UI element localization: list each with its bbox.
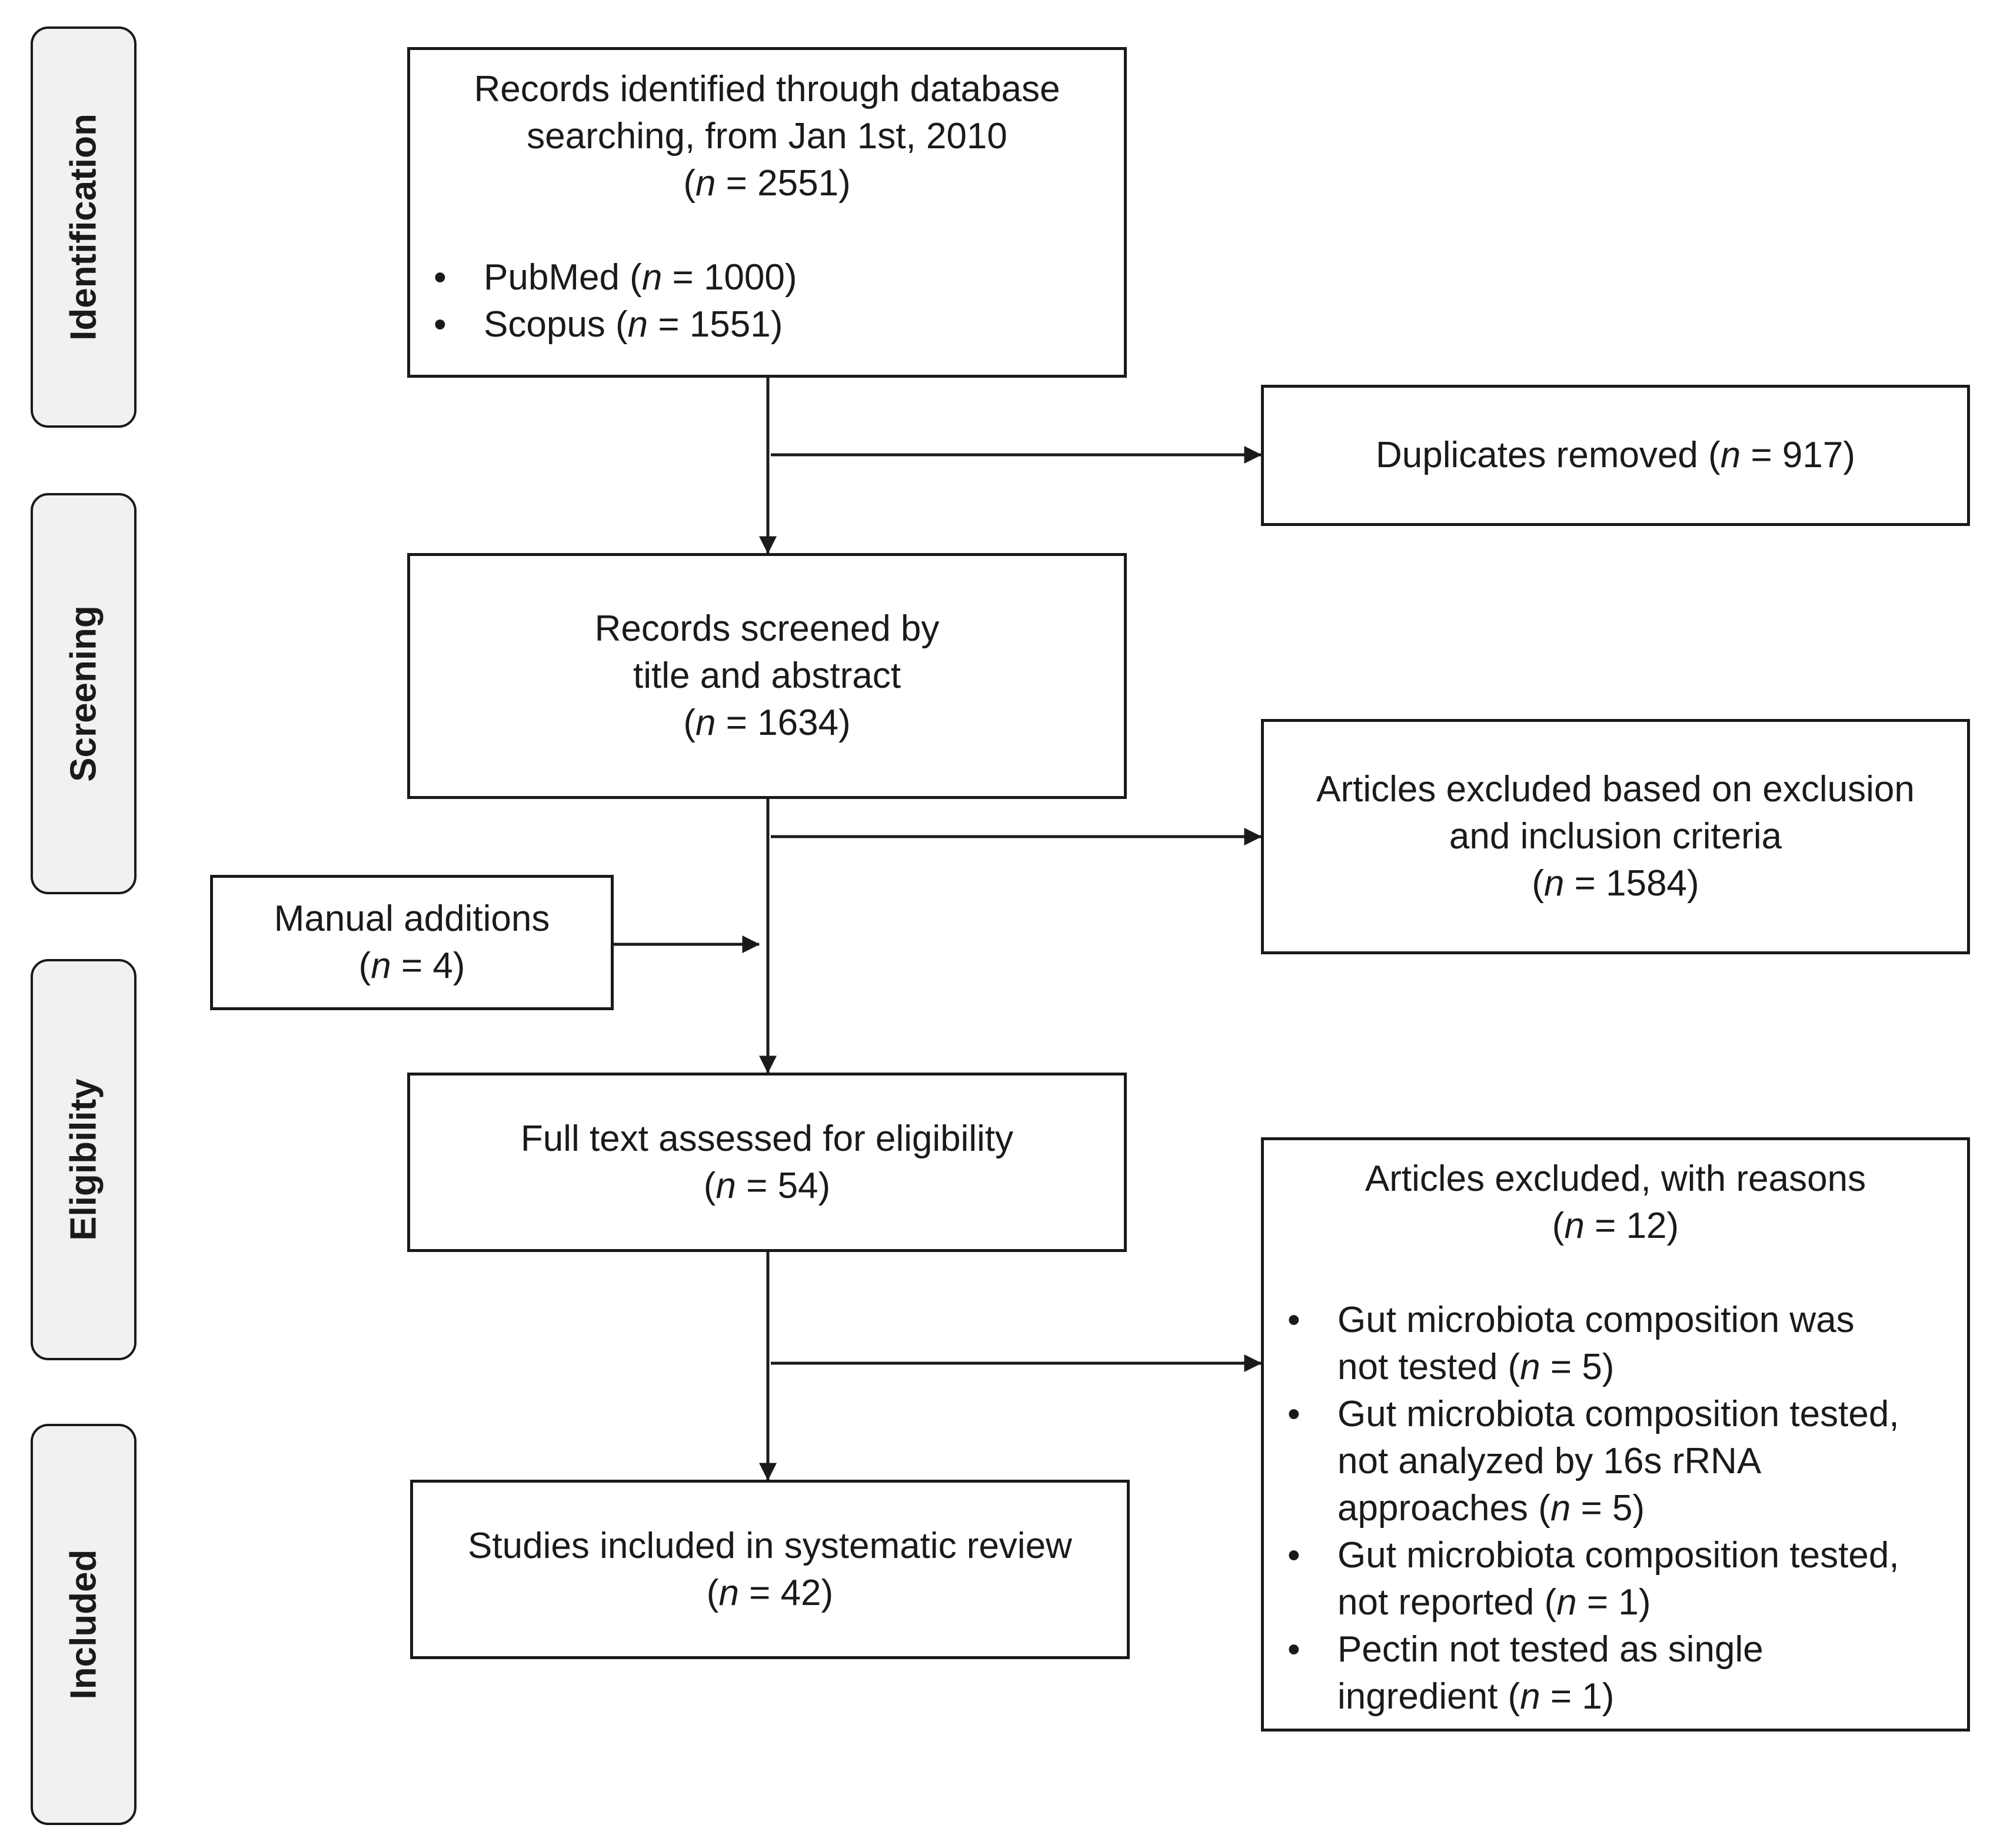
source-item-pubmed: PubMed (n = 1000)	[410, 254, 1124, 301]
reason-text: not reported (n = 1)	[1337, 1582, 1651, 1623]
record-count: (n = 1584)	[1532, 863, 1699, 904]
stage-label: Included	[63, 1549, 104, 1700]
stage-identification: Identification	[31, 26, 137, 428]
record-count: (n = 54)	[703, 1165, 831, 1206]
exclusion-reason-list: Gut microbiota composition was not teste…	[1264, 1297, 1967, 1720]
duplicates-removed-box: Duplicates removed (n = 917)	[1261, 385, 1970, 526]
reason-text: approaches (n = 5)	[1337, 1488, 1645, 1529]
reason-text: Pectin not tested as single	[1337, 1629, 1763, 1670]
stage-label: Screening	[63, 605, 104, 782]
reason-text: not analyzed by 16s rRNA	[1337, 1441, 1762, 1481]
records-screened-box: Records screened by title and abstract (…	[407, 553, 1127, 799]
box-text: Records identified through database	[474, 69, 1060, 109]
box-text: Studies included in systematic review	[468, 1525, 1072, 1566]
stage-label: Identification	[63, 114, 104, 341]
stage-eligibility: Eligibility	[31, 959, 137, 1360]
box-text: Articles excluded based on exclusion	[1316, 769, 1915, 810]
record-count: (n = 42)	[706, 1572, 834, 1613]
box-text: searching, from Jan 1st, 2010	[527, 116, 1007, 157]
stage-screening: Screening	[31, 493, 137, 894]
exclusion-reason-item: Gut microbiota composition tested, not a…	[1264, 1391, 1967, 1532]
box-text: Full text assessed for eligibility	[520, 1118, 1014, 1159]
record-count: (n = 2551)	[683, 163, 851, 204]
reason-text: Gut microbiota composition tested,	[1337, 1394, 1899, 1434]
record-count: (n = 1634)	[683, 702, 851, 743]
record-count: (n = 4)	[358, 945, 465, 986]
reason-text: ingredient (n = 1)	[1337, 1676, 1615, 1717]
stage-label: Eligibility	[63, 1078, 104, 1241]
exclusion-reason-item: Gut microbiota composition tested, not r…	[1264, 1532, 1967, 1626]
studies-included-box: Studies included in systematic review (n…	[410, 1480, 1130, 1659]
reason-text: not tested (n = 5)	[1337, 1347, 1615, 1387]
records-identified-box: Records identified through database sear…	[407, 47, 1127, 378]
source-item-scopus: Scopus (n = 1551)	[410, 301, 1124, 348]
reason-text: Gut microbiota composition was	[1337, 1300, 1855, 1340]
box-text: Duplicates removed (n = 917)	[1375, 435, 1856, 475]
full-text-box: Full text assessed for eligibility (n = …	[407, 1073, 1127, 1252]
box-text: Records screened by	[594, 608, 940, 649]
stage-included: Included	[31, 1424, 137, 1825]
excluded-criteria-box: Articles excluded based on exclusion and…	[1261, 719, 1970, 954]
box-text: Articles excluded, with reasons	[1365, 1158, 1866, 1199]
source-list: PubMed (n = 1000) Scopus (n = 1551)	[410, 254, 1124, 348]
reason-text: Gut microbiota composition tested,	[1337, 1535, 1899, 1576]
box-text: Manual additions	[274, 898, 550, 939]
box-text: title and abstract	[633, 655, 901, 696]
exclusion-reason-item: Gut microbiota composition was not teste…	[1264, 1297, 1967, 1391]
manual-additions-box: Manual additions (n = 4)	[210, 875, 614, 1010]
record-count: (n = 12)	[1552, 1206, 1679, 1246]
box-text: and inclusion criteria	[1449, 816, 1782, 857]
exclusion-reason-item: Pectin not tested as single ingredient (…	[1264, 1626, 1967, 1720]
excluded-reasons-box: Articles excluded, with reasons (n = 12)…	[1261, 1137, 1970, 1732]
